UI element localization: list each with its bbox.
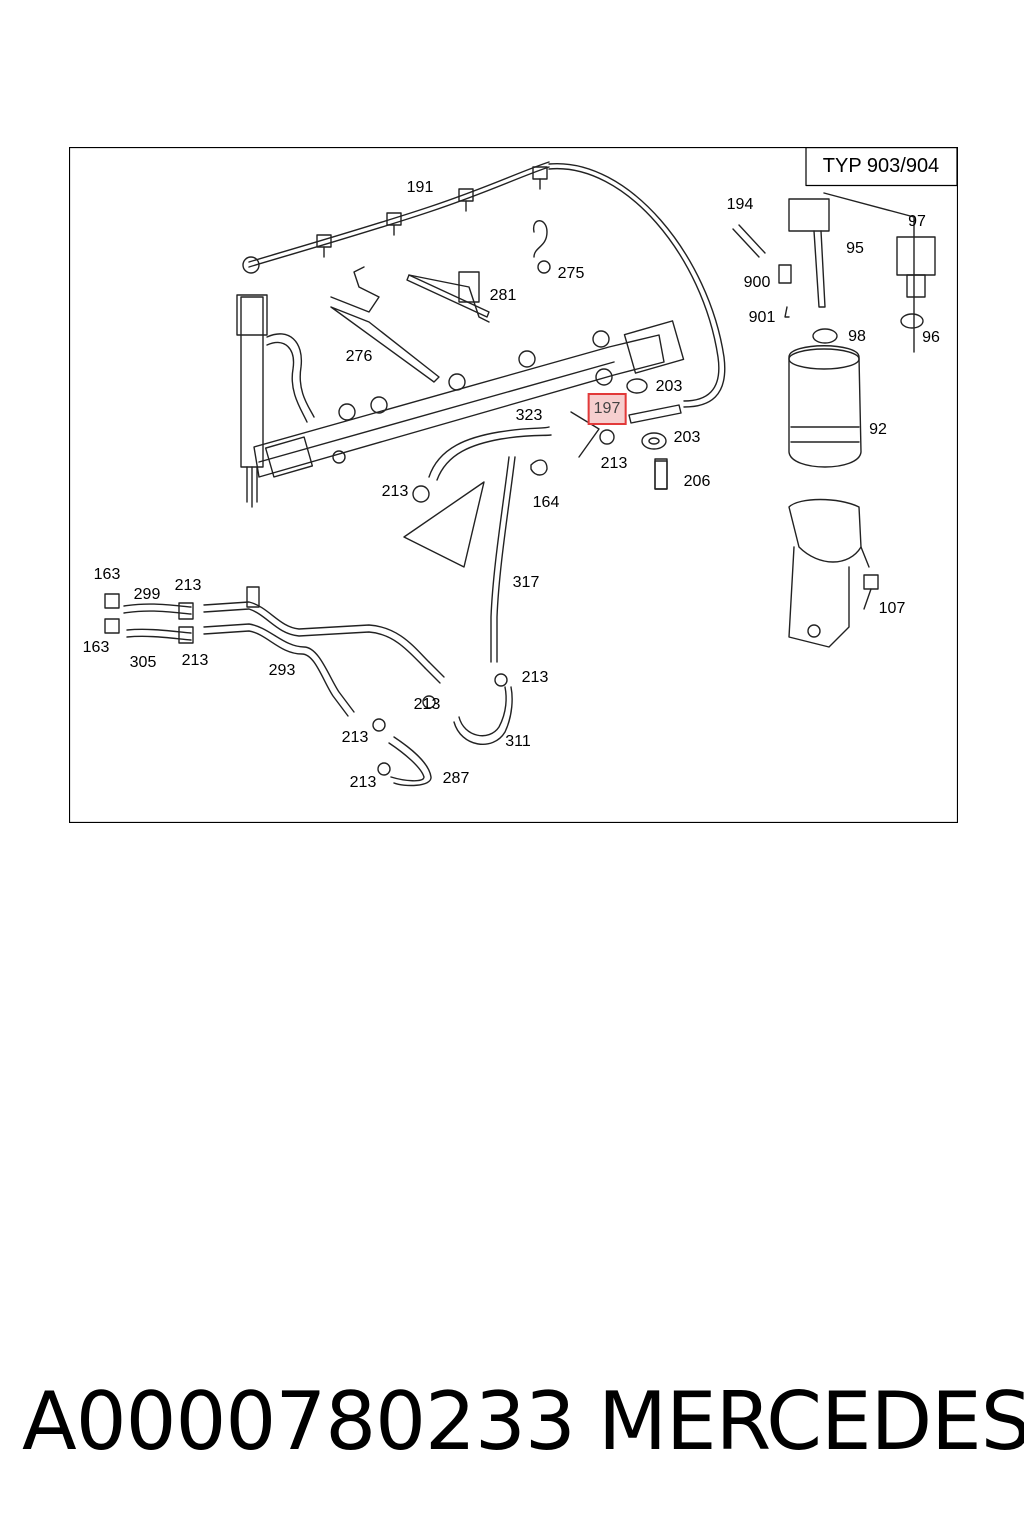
callout-323[interactable]: 323 (515, 407, 543, 424)
callout-213-287[interactable]: 213 (349, 774, 377, 791)
callout-213-top-left[interactable]: 213 (174, 577, 202, 594)
callout-206[interactable]: 206 (683, 473, 711, 490)
callout-164[interactable]: 164 (532, 494, 560, 511)
part-number: A0000780233 (22, 1375, 576, 1468)
callout-98[interactable]: 98 (848, 328, 866, 345)
callout-107[interactable]: 107 (878, 600, 906, 617)
diagram-drawing (69, 147, 958, 823)
callout-96[interactable]: 96 (922, 329, 940, 346)
parts-diagram: TYP 903/904 (69, 147, 958, 823)
callout-213-317-end[interactable]: 213 (521, 669, 549, 686)
callout-287[interactable]: 287 (442, 770, 470, 787)
callout-197[interactable]: 197 (587, 393, 627, 425)
callout-92[interactable]: 92 (869, 421, 887, 438)
callout-194[interactable]: 194 (726, 196, 754, 213)
callout-163-top[interactable]: 163 (93, 566, 121, 583)
callout-163-bottom[interactable]: 163 (82, 639, 110, 656)
callout-317[interactable]: 317 (512, 574, 540, 591)
brand-name: MERCEDES (598, 1375, 1024, 1468)
callout-213-rail[interactable]: 213 (600, 455, 628, 472)
callout-901[interactable]: 901 (748, 309, 776, 326)
callout-281[interactable]: 281 (489, 287, 517, 304)
callout-213-293-end[interactable]: 213 (341, 729, 369, 746)
callout-95[interactable]: 95 (846, 240, 864, 257)
callout-299[interactable]: 299 (133, 586, 161, 603)
footer: A0000780233 MERCEDES (0, 1375, 1024, 1468)
callout-900[interactable]: 900 (743, 274, 771, 291)
callout-203-bottom[interactable]: 203 (673, 429, 701, 446)
callout-276[interactable]: 276 (345, 348, 373, 365)
callout-213-bottom-left[interactable]: 213 (181, 652, 209, 669)
callout-191[interactable]: 191 (406, 179, 434, 196)
callout-213-311-start[interactable]: 213 (413, 696, 441, 713)
callout-311[interactable]: 311 (505, 733, 531, 750)
callout-213-left-mid[interactable]: 213 (381, 483, 409, 500)
callout-97[interactable]: 97 (908, 213, 926, 230)
callout-305[interactable]: 305 (129, 654, 157, 671)
callout-293[interactable]: 293 (268, 662, 296, 679)
callout-203-top[interactable]: 203 (655, 378, 683, 395)
variant-label: TYP 903/904 (822, 154, 940, 177)
callout-275[interactable]: 275 (557, 265, 585, 282)
